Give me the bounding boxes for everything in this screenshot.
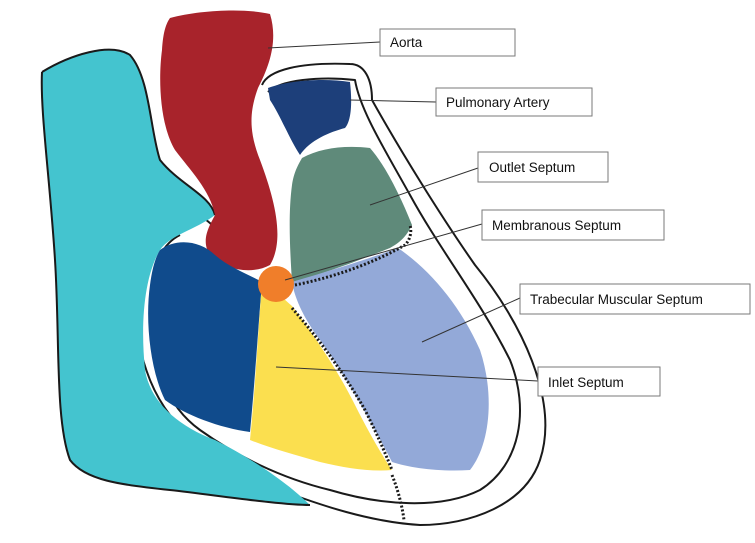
label-pulmonary-artery: Pulmonary Artery (436, 88, 592, 116)
label-inlet-septum: Inlet Septum (538, 367, 660, 396)
dotted-border-apex (392, 475, 404, 520)
leader-pulmonary-artery (350, 100, 436, 102)
label-trabecular-septum-text: Trabecular Muscular Septum (530, 292, 703, 307)
membranous-septum-region (258, 266, 294, 302)
pulmonary-artery-region (268, 80, 351, 155)
label-membranous-septum: Membranous Septum (482, 210, 664, 240)
left-chamber-region (148, 242, 262, 432)
label-outlet-septum: Outlet Septum (478, 152, 608, 182)
label-aorta-text: Aorta (390, 35, 423, 50)
label-membranous-septum-text: Membranous Septum (492, 218, 621, 233)
label-aorta: Aorta (380, 29, 515, 56)
label-outlet-septum-text: Outlet Septum (489, 160, 575, 175)
label-trabecular-muscular-septum: Trabecular Muscular Septum (520, 284, 750, 314)
label-inlet-septum-text: Inlet Septum (548, 375, 624, 390)
leader-aorta (268, 42, 380, 48)
label-pulmonary-artery-text: Pulmonary Artery (446, 95, 550, 110)
